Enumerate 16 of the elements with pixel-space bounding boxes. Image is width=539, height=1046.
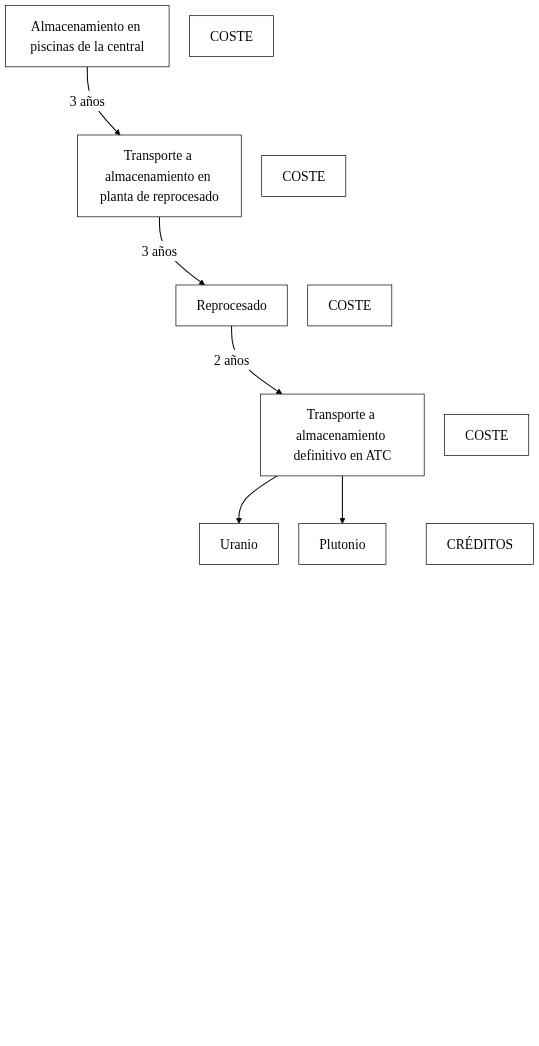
- node-box: Uranio: [199, 523, 279, 565]
- node-box: Transporte a almacenamiento en planta de reprocesado: [77, 134, 242, 218]
- arrow: [235, 475, 278, 524]
- node-box: Almacenamiento en piscinas de la central: [5, 5, 170, 68]
- node-box: COSTE: [261, 155, 347, 197]
- edge-label: 2 años: [213, 352, 250, 368]
- node-box: COSTE: [189, 15, 274, 57]
- edge-label: 3 años: [69, 93, 105, 109]
- arrow: [339, 475, 346, 524]
- node-box: COSTE: [444, 414, 530, 456]
- node-box: Reprocesado: [175, 284, 288, 327]
- node-box: Transporte a almacenamiento definitivo en ATC: [260, 393, 425, 477]
- node-box: Plutonio: [298, 523, 387, 565]
- node-box: COSTE: [307, 284, 393, 327]
- node-box: CRÉDITOS: [425, 523, 534, 565]
- edge-label: 3 años: [141, 243, 178, 259]
